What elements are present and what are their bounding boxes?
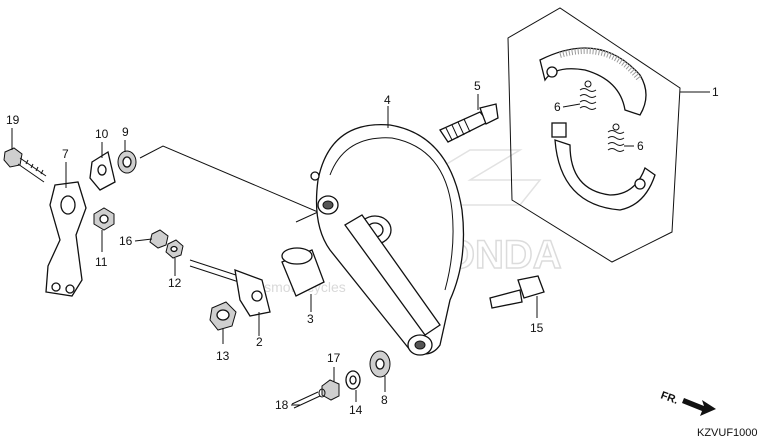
brake-arm: [45, 181, 87, 297]
flange-nut-13: [209, 301, 237, 331]
brake-shoe-upper: [539, 47, 647, 116]
return-spring-side: [607, 123, 625, 152]
stopper-arm: [189, 259, 271, 317]
shoe-group-box: [507, 7, 681, 263]
front-arrow-icon: [682, 398, 716, 416]
brake-shoe-lower: [551, 122, 656, 211]
callout-14: 14: [349, 403, 363, 417]
bolt-19: [3, 147, 47, 183]
callout-2: 2: [256, 335, 263, 349]
callout-labels: 1 2 3 4 5 6 6 7 8 9 10 11 12 13 14 15 16…: [6, 79, 719, 417]
direction-label: FR.: [659, 390, 680, 407]
collar: [281, 247, 325, 297]
callout-1: 1: [712, 85, 719, 99]
drawing-code: KZVUF1000: [697, 427, 758, 439]
callout-8: 8: [381, 393, 388, 407]
leader-lines: [11, 91, 710, 406]
washer-14: [345, 370, 361, 390]
callout-17: 17: [327, 351, 341, 365]
callout-6a: 6: [554, 100, 561, 114]
callout-6b: 6: [637, 139, 644, 153]
nut-12: [165, 239, 184, 259]
front-direction-indicator: FR.: [659, 390, 716, 416]
nut-11: [93, 207, 115, 231]
callout-13: 13: [216, 349, 230, 363]
callout-12: 12: [168, 276, 182, 290]
nut-16: [149, 229, 169, 249]
brake-cam: [439, 103, 499, 143]
callout-18: 18: [275, 398, 289, 412]
callout-19: 19: [6, 113, 20, 127]
return-spring-top: [579, 80, 597, 110]
wear-indicator-plate: [89, 150, 116, 191]
cotter-pin: [291, 388, 326, 409]
callout-3: 3: [307, 312, 314, 326]
assembly-guide-line: [139, 145, 320, 223]
brake-panel: [310, 123, 465, 356]
callout-4: 4: [384, 93, 391, 107]
nut-17: [321, 379, 340, 401]
callout-15: 15: [530, 321, 544, 335]
callout-10: 10: [95, 127, 109, 141]
callout-11: 11: [95, 255, 108, 269]
callout-7: 7: [62, 147, 69, 161]
collar-bolt: [489, 275, 545, 309]
callout-5: 5: [474, 79, 481, 93]
callout-16: 16: [119, 234, 133, 248]
felt-seal: [117, 150, 137, 174]
callout-9: 9: [122, 125, 129, 139]
washer-8: [369, 350, 391, 378]
